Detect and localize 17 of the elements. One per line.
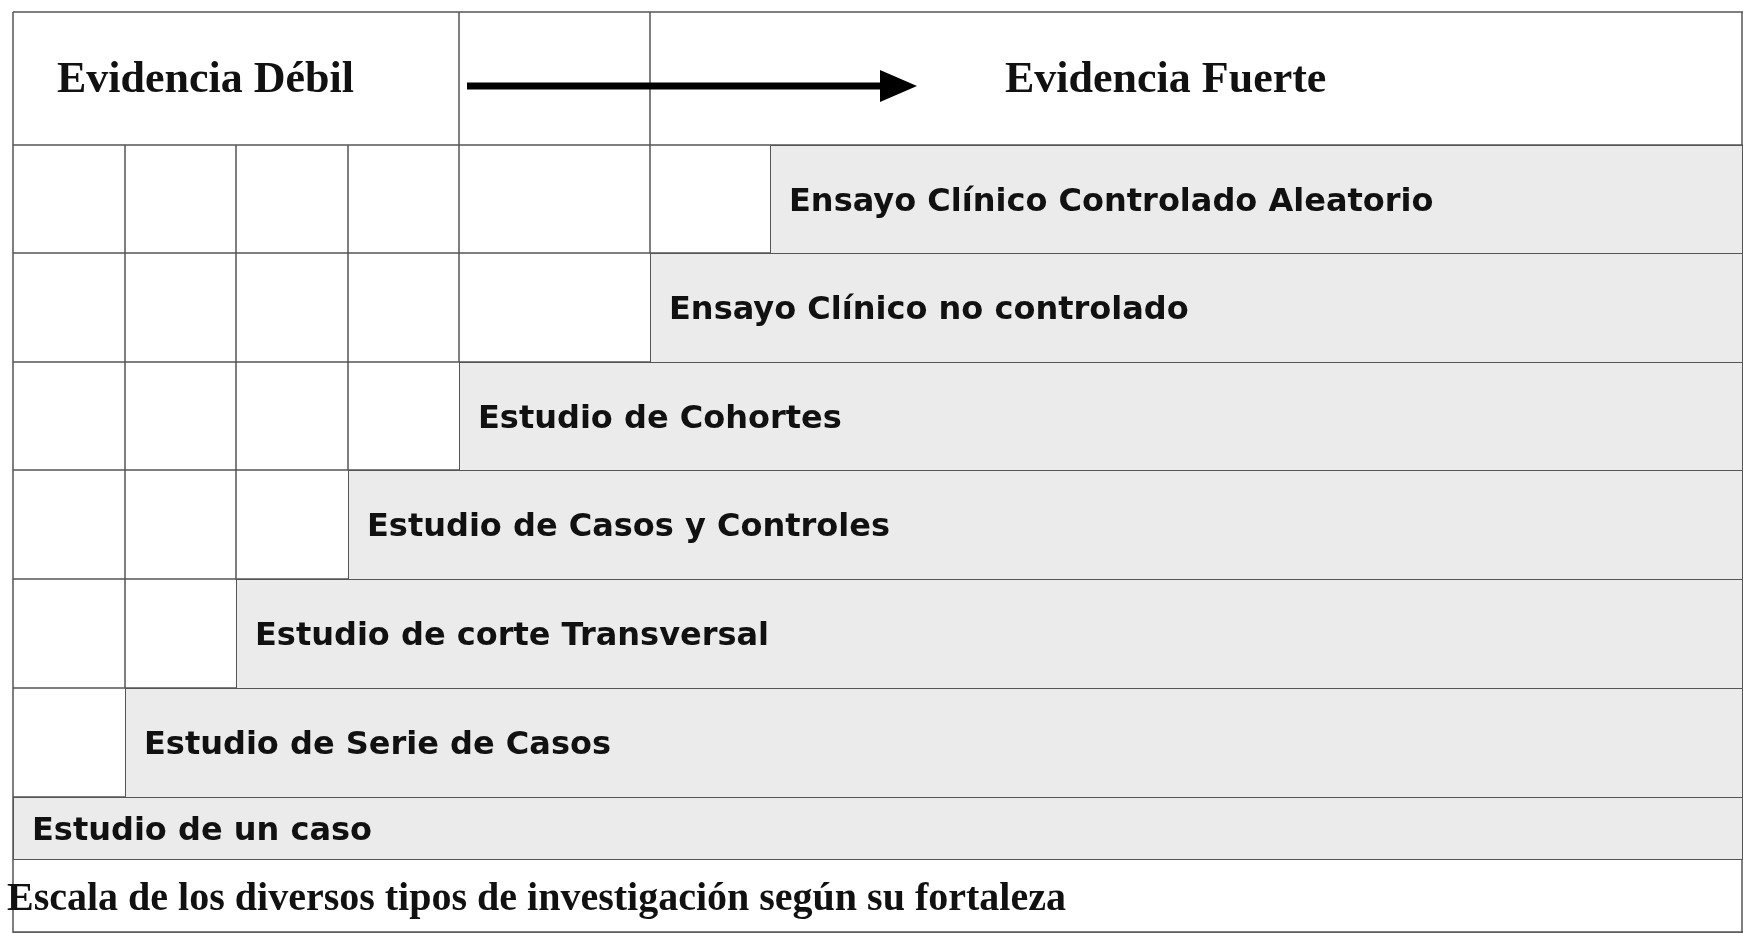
study-type-label: Estudio de Serie de Casos <box>144 724 611 762</box>
study-type-label: Estudio de Cohortes <box>478 397 842 436</box>
study-type-label: Ensayo Clínico no controlado <box>669 289 1189 327</box>
study-type-bar <box>125 688 1743 798</box>
study-type-bar <box>348 470 1743 580</box>
study-type-bar <box>650 253 1743 363</box>
evidence-heading: Evidencia Fuerte <box>1005 52 1327 103</box>
evidence-heading: Evidencia Débil <box>57 52 355 103</box>
study-type-bar <box>236 579 1743 689</box>
study-type-bar <box>770 145 1743 254</box>
study-type-bar <box>13 797 1743 860</box>
study-type-label: Estudio de Casos y Controles <box>367 506 891 544</box>
study-type-label: Estudio de un caso <box>32 809 373 848</box>
study-type-bar <box>459 362 1743 471</box>
study-type-label: Ensayo Clínico Controlado Aleatorio <box>789 180 1434 219</box>
study-type-label: Estudio de corte Transversal <box>255 615 770 653</box>
caption: Escala de los diversos tipos de investigación según su fortaleza <box>7 873 1066 920</box>
